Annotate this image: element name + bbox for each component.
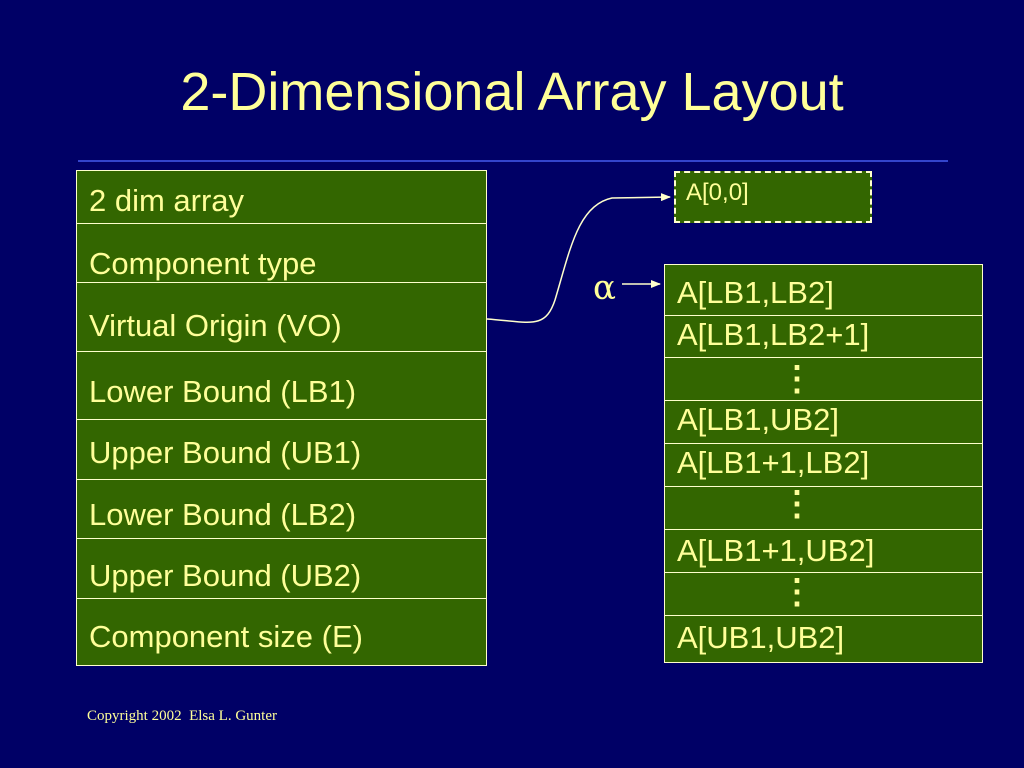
storage-ellipsis: ⋮	[665, 486, 982, 529]
descriptor-field: Component size (E)	[77, 598, 486, 665]
title-divider	[78, 160, 948, 162]
descriptor-field: Virtual Origin (VO)	[77, 282, 486, 351]
alpha-address-label: α	[593, 268, 616, 308]
descriptor-field: Component type	[77, 223, 486, 282]
descriptor-field: Upper Bound (UB2)	[77, 538, 486, 598]
storage-ellipsis: ⋮	[665, 357, 982, 400]
slide-title: 2-Dimensional Array Layout	[180, 62, 844, 122]
storage-element: A[LB1+1,UB2]	[665, 529, 982, 572]
storage-element: A[LB1,LB2]	[677, 275, 834, 310]
array-storage-table: A[LB1,LB2] A[LB1,LB2+1] ⋮ A[LB1,UB2] A[L…	[664, 264, 983, 663]
storage-ellipsis: ⋮	[665, 572, 982, 615]
storage-element: A[UB1,UB2]	[665, 615, 982, 662]
storage-element: A[LB1,LB2+1]	[665, 315, 982, 357]
copyright-footer: Copyright 2002 Elsa L. Gunter	[87, 708, 277, 724]
descriptor-field: 2 dim array	[89, 183, 245, 218]
vertical-ellipsis-icon: ⋮	[780, 360, 814, 398]
vo-to-origin-arrow	[486, 193, 671, 323]
descriptor-field: Lower Bound (LB2)	[77, 479, 486, 538]
vertical-ellipsis-icon: ⋮	[780, 573, 814, 611]
storage-element: A[LB1+1,LB2]	[665, 443, 982, 486]
storage-element: A[LB1,UB2]	[665, 400, 982, 443]
array-descriptor-table: 2 dim array Component type Virtual Origi…	[76, 170, 487, 666]
descriptor-field: Lower Bound (LB1)	[77, 351, 486, 419]
array-origin-element: A[0,0]	[674, 171, 872, 223]
vertical-ellipsis-icon: ⋮	[780, 485, 814, 523]
descriptor-field: Upper Bound (UB1)	[77, 419, 486, 479]
